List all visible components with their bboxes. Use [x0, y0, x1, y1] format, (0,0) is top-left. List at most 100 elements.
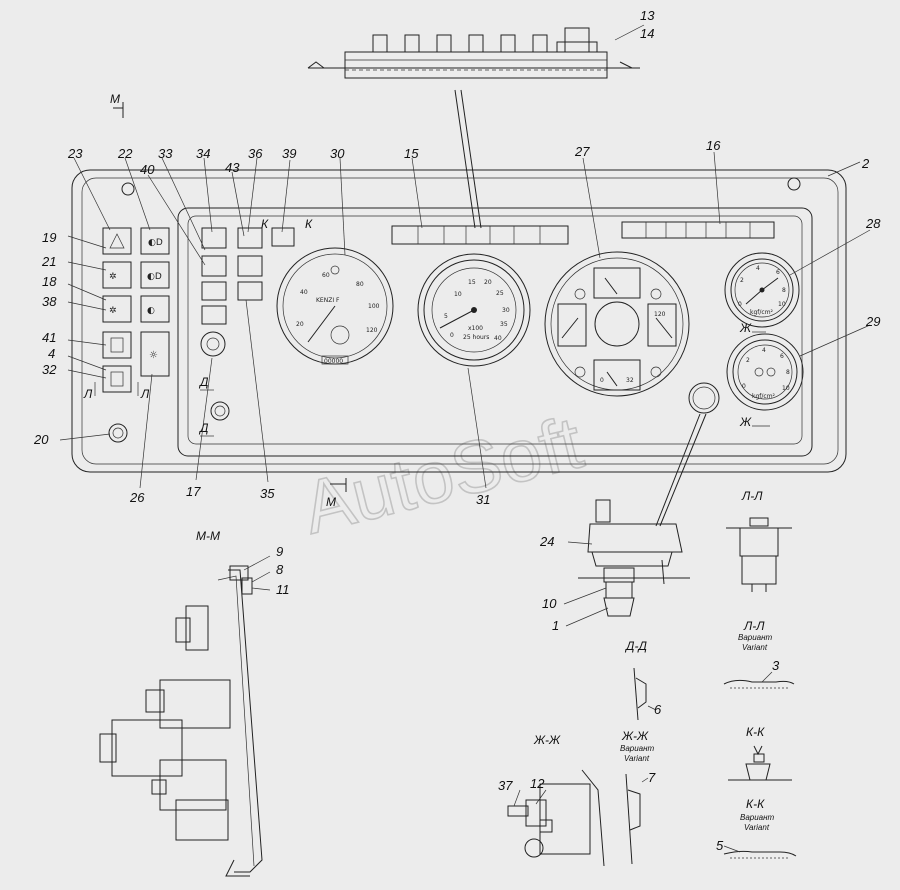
- svg-text:1: 1: [552, 618, 559, 633]
- svg-text:◐D: ◐D: [148, 238, 163, 248]
- leader-top-to-lamps: [454, 89, 476, 229]
- pressure-gauge-29: 0 2 4 6 8 10 kgf/cm²: [726, 333, 804, 411]
- section-mark-m-top: М: [110, 92, 124, 118]
- section-mark-m-bottom: М: [326, 478, 347, 509]
- svg-text:15: 15: [468, 279, 476, 286]
- svg-text:120: 120: [654, 311, 666, 318]
- switch-26: [140, 331, 170, 377]
- svg-text:kgf/cm²: kgf/cm²: [750, 309, 774, 316]
- svg-text:К: К: [261, 217, 269, 231]
- svg-text:2: 2: [740, 277, 744, 284]
- svg-text:10: 10: [454, 291, 462, 298]
- svg-text:x100: x100: [468, 325, 483, 332]
- svg-text:К: К: [305, 217, 313, 231]
- svg-text:Л-Л: Л-Л: [743, 619, 765, 633]
- svg-text:Ж: Ж: [739, 321, 752, 335]
- pressure-gauge-28: 0 2 4 6 8 10 kgf/cm²: [724, 252, 800, 328]
- svg-text:10: 10: [782, 385, 790, 392]
- svg-text:◐D: ◐D: [147, 272, 162, 282]
- svg-text:Variant: Variant: [742, 643, 768, 652]
- svg-text:◐: ◐: [147, 306, 155, 316]
- svg-text:15: 15: [404, 146, 419, 161]
- lamp-socket-detail: 24 10 1: [539, 499, 690, 633]
- svg-text:6: 6: [654, 702, 662, 717]
- hazard-triangle-icon: [109, 233, 125, 249]
- svg-text:34: 34: [196, 146, 210, 161]
- svg-text:4: 4: [756, 265, 760, 272]
- left-switch-cluster: ◐D ✲ ◐D ✲ ◐ ☼ Л Л: [83, 227, 170, 443]
- svg-text:3: 3: [772, 658, 780, 673]
- svg-text:Д-Д: Д-Д: [624, 639, 647, 653]
- svg-text:40: 40: [300, 289, 308, 296]
- svg-text:40: 40: [494, 335, 502, 342]
- section-zhzh-view: Ж-Ж 37 12: [498, 733, 605, 867]
- svg-text:5: 5: [444, 313, 448, 320]
- svg-text:Вариант: Вариант: [740, 813, 775, 822]
- svg-text:8: 8: [782, 287, 786, 294]
- svg-text:11: 11: [276, 582, 290, 597]
- svg-text:М: М: [326, 495, 336, 509]
- section-mark-zh: Ж Ж: [739, 321, 770, 429]
- svg-text:2: 2: [861, 156, 870, 171]
- svg-text:30: 30: [330, 146, 345, 161]
- svg-text:24: 24: [539, 534, 554, 549]
- svg-text:35: 35: [260, 486, 275, 501]
- svg-text:☼: ☼: [149, 350, 158, 361]
- dashboard-panel: [71, 169, 847, 473]
- svg-text:8: 8: [276, 562, 284, 577]
- section-ll-view: Л-Л Л-Л Вариант Variant 3: [723, 489, 795, 689]
- svg-text:0: 0: [738, 301, 742, 308]
- svg-text:21: 21: [41, 254, 56, 269]
- switch-32: [102, 365, 132, 393]
- svg-text:17: 17: [186, 484, 201, 499]
- svg-text:31: 31: [476, 492, 490, 507]
- top-switch-strip-view: 13 14: [307, 8, 655, 229]
- svg-text:✲: ✲: [109, 272, 117, 282]
- svg-text:100: 100: [368, 303, 380, 310]
- svg-text:4: 4: [48, 346, 55, 361]
- svg-text:25: 25: [496, 290, 504, 297]
- svg-text:Variant: Variant: [624, 754, 650, 763]
- svg-text:80: 80: [356, 281, 364, 288]
- svg-text:10: 10: [778, 301, 786, 308]
- middle-switch-column: Д Д К К: [198, 217, 313, 437]
- watermark: AutoSoft: [295, 400, 591, 549]
- svg-text:22: 22: [117, 146, 133, 161]
- switch-front-fog: [140, 261, 170, 289]
- fastener-9: [229, 565, 249, 581]
- section-kk-view: К-К К-К Вариант Variant 5: [716, 725, 797, 859]
- svg-text:4: 4: [762, 347, 766, 354]
- svg-text:00000: 00000: [324, 358, 343, 365]
- ignition-switch: [200, 331, 226, 357]
- section-dd-view: Д-Д 6: [624, 639, 662, 721]
- svg-text:38: 38: [42, 294, 57, 309]
- tachometer-needle: [439, 309, 475, 329]
- svg-text:19: 19: [42, 230, 56, 245]
- combination-gauge: 120 0 32: [544, 251, 690, 397]
- svg-text:35: 35: [500, 321, 508, 328]
- svg-text:7: 7: [648, 770, 656, 785]
- svg-text:20: 20: [33, 432, 49, 447]
- svg-text:27: 27: [574, 144, 590, 159]
- svg-text:18: 18: [42, 274, 57, 289]
- svg-text:10: 10: [542, 596, 557, 611]
- callout-13: 13: [640, 8, 655, 23]
- svg-text:Ж: Ж: [739, 415, 752, 429]
- svg-text:Л: Л: [140, 387, 150, 401]
- section-mm-view: М-М 9 8 11: [99, 529, 290, 877]
- svg-text:41: 41: [42, 330, 56, 345]
- rear-fog-switch: [140, 227, 170, 255]
- svg-text:2: 2: [746, 357, 750, 364]
- svg-text:40: 40: [140, 162, 155, 177]
- panel-leader-lines: [59, 151, 871, 527]
- svg-text:20: 20: [484, 279, 492, 286]
- svg-text:Д: Д: [198, 375, 209, 389]
- svg-text:Д: Д: [198, 421, 209, 435]
- tacho-brand: KENZI F: [316, 297, 340, 304]
- svg-text:Ж-Ж: Ж-Ж: [621, 729, 649, 743]
- svg-text:30: 30: [502, 307, 510, 314]
- svg-text:Л: Л: [83, 387, 93, 401]
- svg-text:12: 12: [530, 776, 545, 791]
- svg-text:Л-Л: Л-Л: [741, 489, 763, 503]
